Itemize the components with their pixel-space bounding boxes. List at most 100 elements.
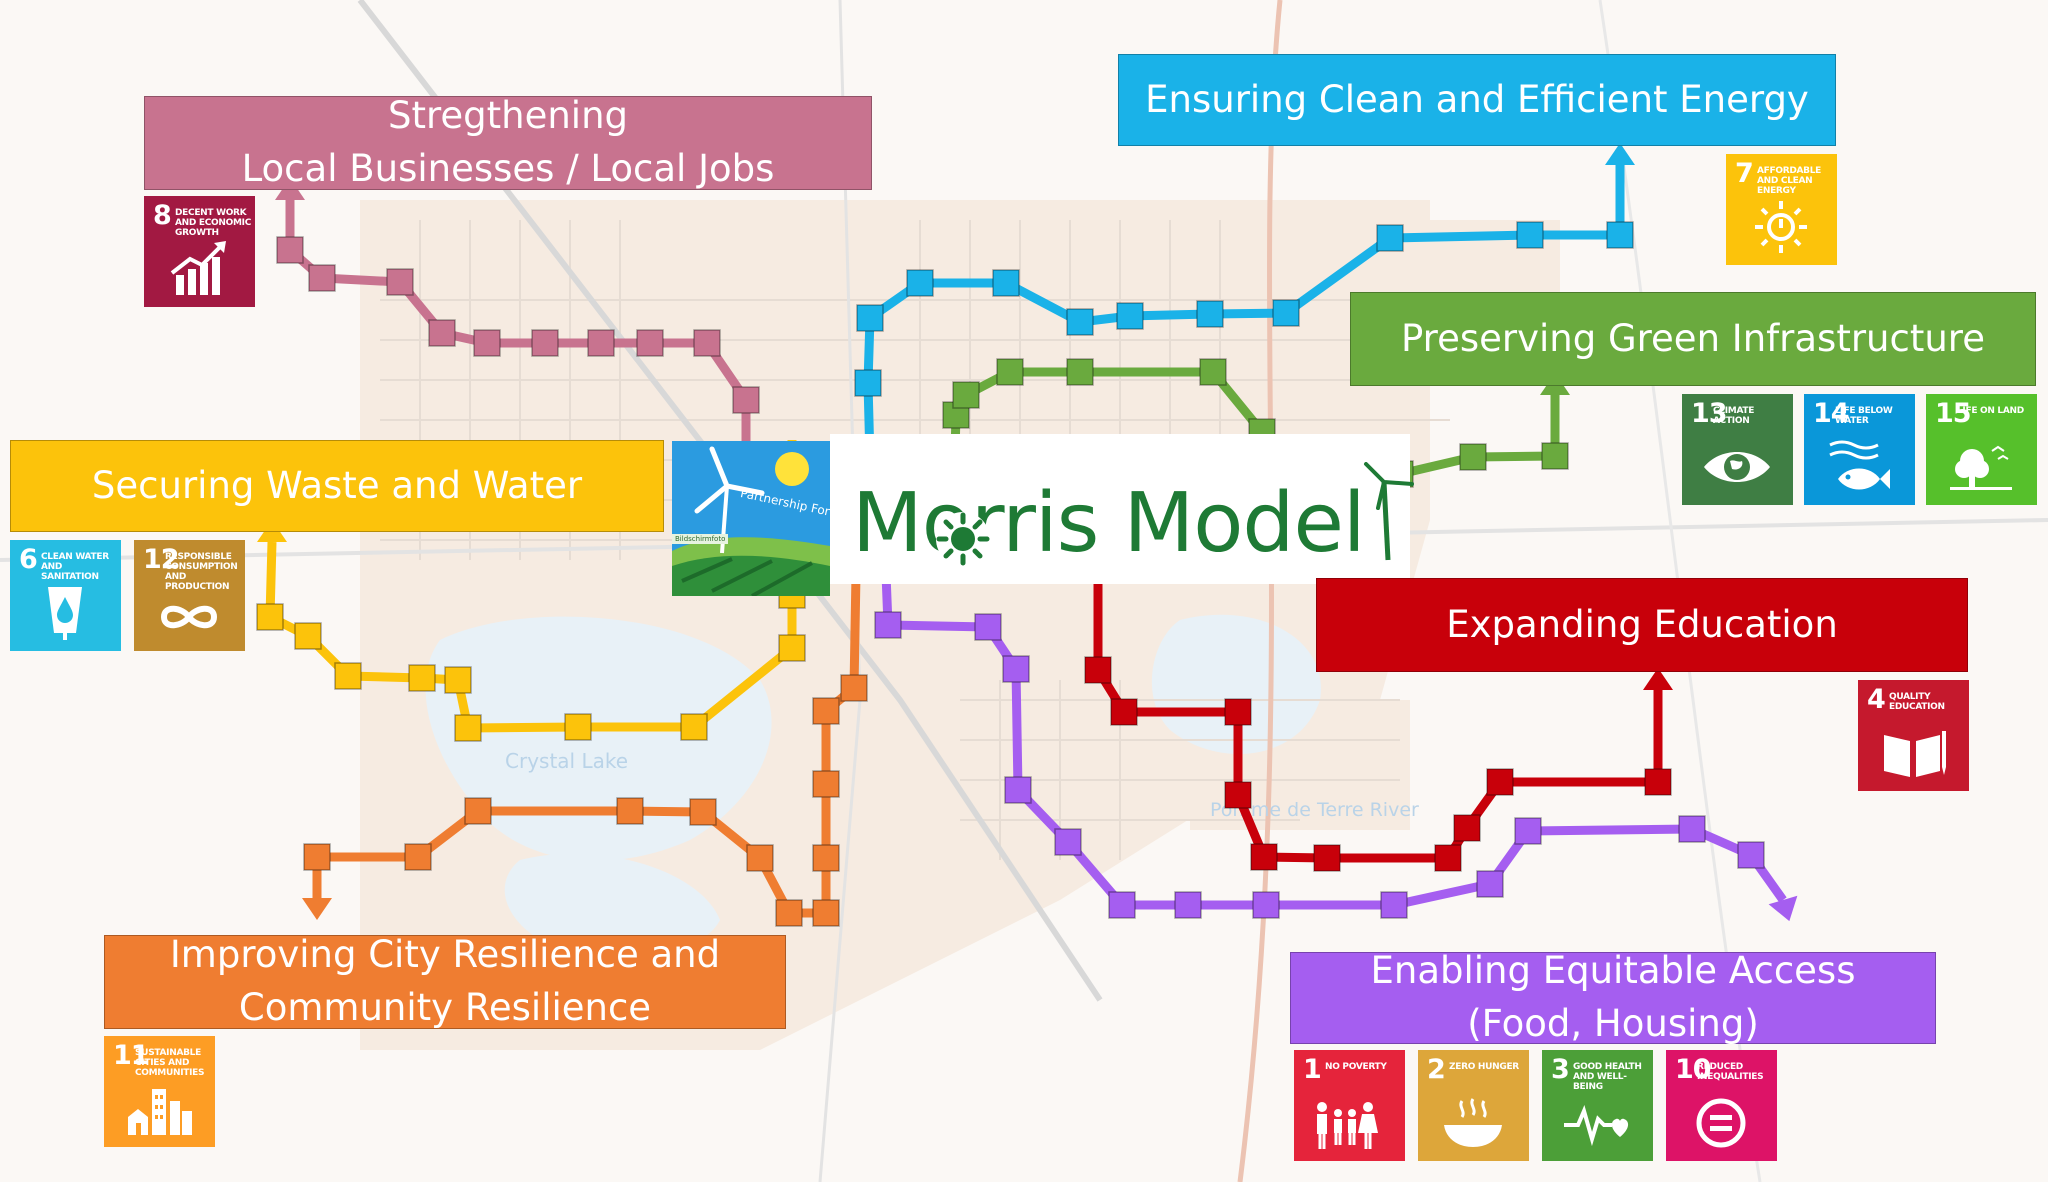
banner-line: Enabling Equitable Access [1370, 949, 1856, 993]
route-station [1606, 221, 1634, 249]
sdg-number: 2 [1427, 1054, 1446, 1085]
sdg-caption: LIFE ON LAND [1957, 406, 2024, 416]
sdg-caption: AFFORDABLE AND CLEAN ENERGY [1757, 166, 1822, 196]
route-station [334, 662, 362, 690]
river-label: Pomme de Terre River [1210, 799, 1419, 821]
sdg-tile-1: 1 NO POVERTY [1294, 1050, 1405, 1161]
route-station [1066, 358, 1094, 386]
route-station [680, 713, 708, 741]
sdg-number: 6 [19, 544, 38, 575]
route-station [974, 613, 1002, 641]
sdg-number: 11 [113, 1040, 150, 1071]
route-station [840, 674, 868, 702]
banner-line: Stregthening [387, 94, 629, 138]
title-panel [830, 434, 1410, 584]
sdg-number: 4 [1867, 684, 1886, 715]
route-station [256, 603, 284, 631]
route-station [732, 386, 760, 414]
route-station [1002, 655, 1030, 683]
sdg-number: 13 [1691, 398, 1728, 429]
route-station [854, 369, 882, 397]
route-station [906, 269, 934, 297]
route-station [1224, 781, 1252, 809]
route-station [473, 329, 501, 357]
water-drop-icon [48, 587, 82, 640]
route-station [294, 622, 322, 650]
route-station [992, 269, 1020, 297]
sdg-caption: LIFE BELOW WATER [1835, 406, 1893, 426]
route-station [1108, 891, 1136, 919]
route-station [1084, 656, 1112, 684]
sdg-tile-15: 15 LIFE ON LAND [1926, 394, 2037, 505]
route-station [616, 797, 644, 825]
route-education [1084, 572, 1673, 872]
sdg-number: 7 [1735, 158, 1754, 189]
partnership-logo [672, 441, 830, 596]
banner-resilience: Improving City Resilience and Community … [104, 933, 786, 1029]
banner-line: Securing Waste and Water [91, 463, 583, 507]
route-station [1486, 768, 1514, 796]
sdg-tile-4: 4 QUALITY EDUCATION [1858, 680, 1969, 791]
route-station [587, 329, 615, 357]
route-station [564, 713, 592, 741]
route-station [1066, 308, 1094, 336]
route-equitable-access [874, 573, 1798, 922]
sdg-tile-8: 8 DECENT WORK AND ECONOMIC GROWTH [144, 196, 255, 307]
page-title: Morris Model [852, 476, 1366, 571]
route-station [1514, 817, 1542, 845]
banner-line: Community Resilience [238, 986, 652, 1029]
route-station [1380, 891, 1408, 919]
banner-education: Expanding Education [1316, 578, 1968, 672]
route-arrowhead [1768, 895, 1798, 922]
route-station [1459, 443, 1487, 471]
eye-globe-icon [1704, 452, 1770, 482]
sdg-tile-13: 13 CLIMATE ACTION [1682, 394, 1793, 505]
route-station [1476, 870, 1504, 898]
sdg-caption: DECENT WORK AND ECONOMIC GROWTH [175, 208, 251, 238]
route-clean-energy [854, 143, 1635, 461]
route-station [1004, 776, 1032, 804]
sdg-tile-11: 11 SUSTAINABLE CITIES AND COMMUNITIES [104, 1036, 215, 1147]
route-station [428, 319, 456, 347]
banner-local-jobs: Stregthening Local Businesses / Local Jo… [144, 94, 872, 190]
sun-letter-icon [936, 512, 990, 566]
route-station [812, 899, 840, 927]
route-station [386, 268, 414, 296]
sdg-caption: CLEAN WATER AND SANITATION [41, 552, 109, 582]
sdg-caption: NO POVERTY [1325, 1062, 1387, 1072]
route-station [1110, 698, 1138, 726]
sdg-caption: QUALITY EDUCATION [1889, 692, 1945, 712]
title-text: Morris Model [852, 476, 1366, 571]
sdg-number: 14 [1813, 398, 1850, 429]
route-station [1516, 221, 1544, 249]
lake-shapes [425, 614, 1321, 958]
route-arrowhead [1605, 143, 1635, 165]
route-resilience [302, 573, 868, 927]
route-station [404, 843, 432, 871]
route-station [778, 634, 806, 662]
route-station [812, 697, 840, 725]
tree-icon [1950, 445, 2012, 490]
route-station [746, 844, 774, 872]
route-station [874, 611, 902, 639]
sdg-tile-10: 10 REDUCED INEQUALITIES [1666, 1050, 1777, 1161]
route-station [303, 843, 331, 871]
equal-icon [1696, 1098, 1746, 1148]
banner-line: Expanding Education [1446, 602, 1838, 646]
sdg-caption: SUSTAINABLE CITIES AND COMMUNITIES [135, 1048, 205, 1078]
route-station [308, 264, 336, 292]
heartbeat-icon [1564, 1105, 1629, 1147]
sdg-caption: REDUCED INEQUALITIES [1697, 1062, 1764, 1082]
sdg-number: 12 [143, 544, 180, 575]
route-station [636, 329, 664, 357]
wind-turbine-logo-icon [672, 441, 830, 596]
route-station [1199, 358, 1227, 386]
route-station [1678, 815, 1706, 843]
route-station [693, 329, 721, 357]
route-station [812, 770, 840, 798]
route-station [1250, 843, 1278, 871]
route-station [1116, 302, 1144, 330]
route-station [1541, 442, 1569, 470]
sdg-tile-12: 12 RESPONSIBLE CONSUMPTION AND PRODUCTIO… [134, 540, 245, 651]
